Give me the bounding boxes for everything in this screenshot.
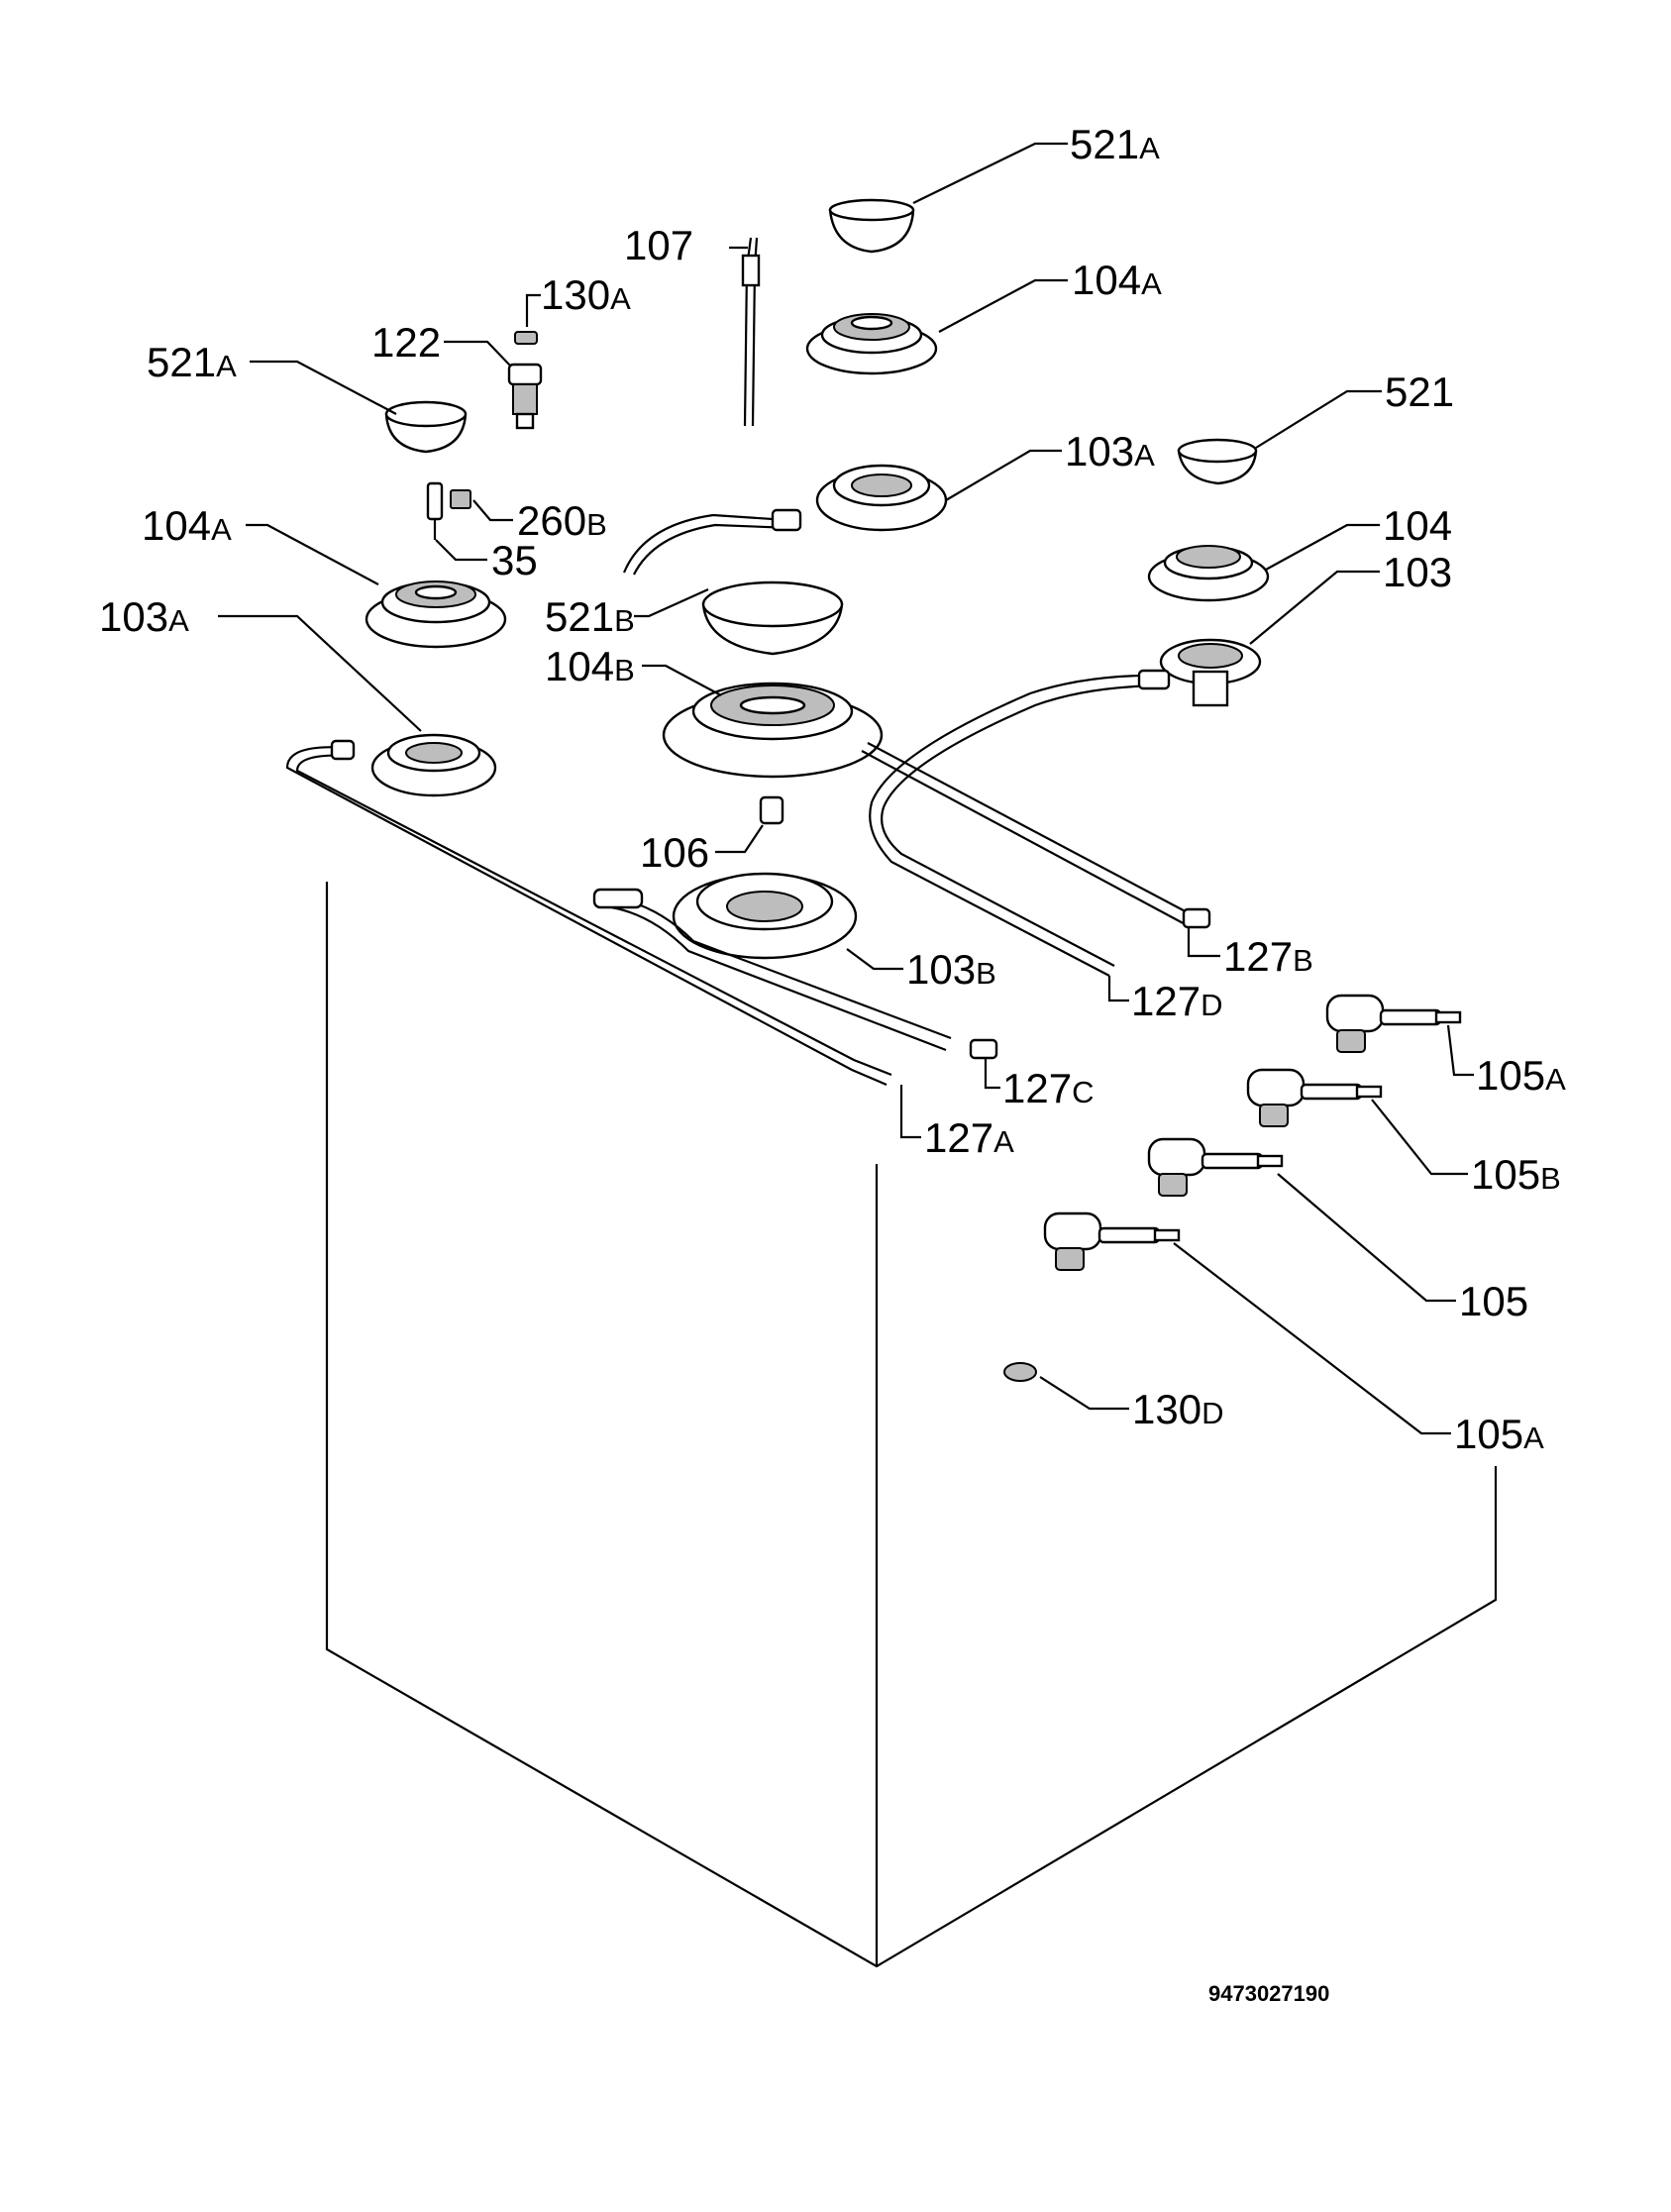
leader-lines [218, 142, 1474, 1435]
gas-pipe-127c [592, 888, 998, 1060]
callout-105: 105 [1459, 1278, 1528, 1324]
burner-cap-521 [1177, 438, 1258, 485]
callout-260b: 260B [517, 497, 607, 544]
callout-105a-bottom: 105A [1454, 1411, 1544, 1457]
callout-521a-left: 521A [147, 339, 237, 385]
callout-130d: 130D [1132, 1386, 1223, 1432]
gas-valve-105b [1246, 1068, 1383, 1127]
callout-521a-top: 521A [1070, 121, 1160, 167]
callout-521b: 521B [545, 593, 635, 640]
callout-104a-left: 104A [142, 502, 232, 549]
callout-521: 521 [1385, 369, 1454, 415]
burner-cap-521a-top [828, 198, 915, 254]
gas-pipe-right [869, 669, 1171, 977]
burner-base-103 [1159, 638, 1262, 707]
burner-head-104a-left [365, 580, 507, 649]
callout-105a-right: 105A [1476, 1052, 1566, 1099]
callout-104: 104 [1383, 502, 1452, 549]
grommet-130d [1003, 1362, 1037, 1382]
callout-103: 103 [1383, 549, 1452, 595]
gas-pipe-127b [861, 742, 1211, 929]
callout-122: 122 [371, 319, 441, 366]
gas-valve-105a-right [1325, 994, 1462, 1053]
burner-cap-521b [701, 580, 844, 656]
callout-labels: 521A 107 104A 130A 122 521A 521 103A 260… [99, 121, 1566, 1457]
callout-127b: 127B [1223, 933, 1313, 980]
callout-106: 106 [640, 829, 709, 876]
gas-valve-105 [1147, 1137, 1284, 1197]
callout-105b: 105B [1471, 1151, 1561, 1198]
thermocouple-107 [741, 237, 761, 427]
burner-head-104b [662, 682, 884, 779]
callout-130a: 130A [541, 271, 631, 318]
burner-head-104a-top [805, 313, 938, 375]
burner-head-104 [1147, 545, 1270, 602]
gas-pipe-upper-left [622, 508, 802, 576]
callout-127d: 127D [1131, 978, 1222, 1024]
injector-106 [759, 795, 784, 825]
callout-127a: 127A [924, 1114, 1014, 1161]
callout-103b: 103B [906, 946, 996, 993]
callout-103a-left: 103A [99, 593, 189, 640]
document-number: 9473027190 [1208, 1981, 1329, 2006]
electrode-35-260b [426, 481, 471, 540]
burner-base-103b [672, 872, 858, 960]
callout-127c: 127C [1002, 1065, 1094, 1111]
callout-104a-top: 104A [1072, 257, 1162, 303]
spark-plug-122 [507, 331, 543, 430]
callout-103a-mid: 103A [1065, 428, 1155, 474]
gas-valve-105a-bottom [1043, 1211, 1181, 1271]
burner-base-103a-mid [815, 464, 948, 532]
gas-pipe-127a [285, 739, 892, 1087]
callout-35: 35 [491, 537, 538, 583]
callout-104b: 104B [545, 643, 635, 689]
callout-107: 107 [624, 222, 693, 268]
cabinet-outline [325, 882, 1498, 1968]
burner-cap-521a-left [384, 400, 468, 454]
burner-base-103a-left [370, 733, 497, 797]
